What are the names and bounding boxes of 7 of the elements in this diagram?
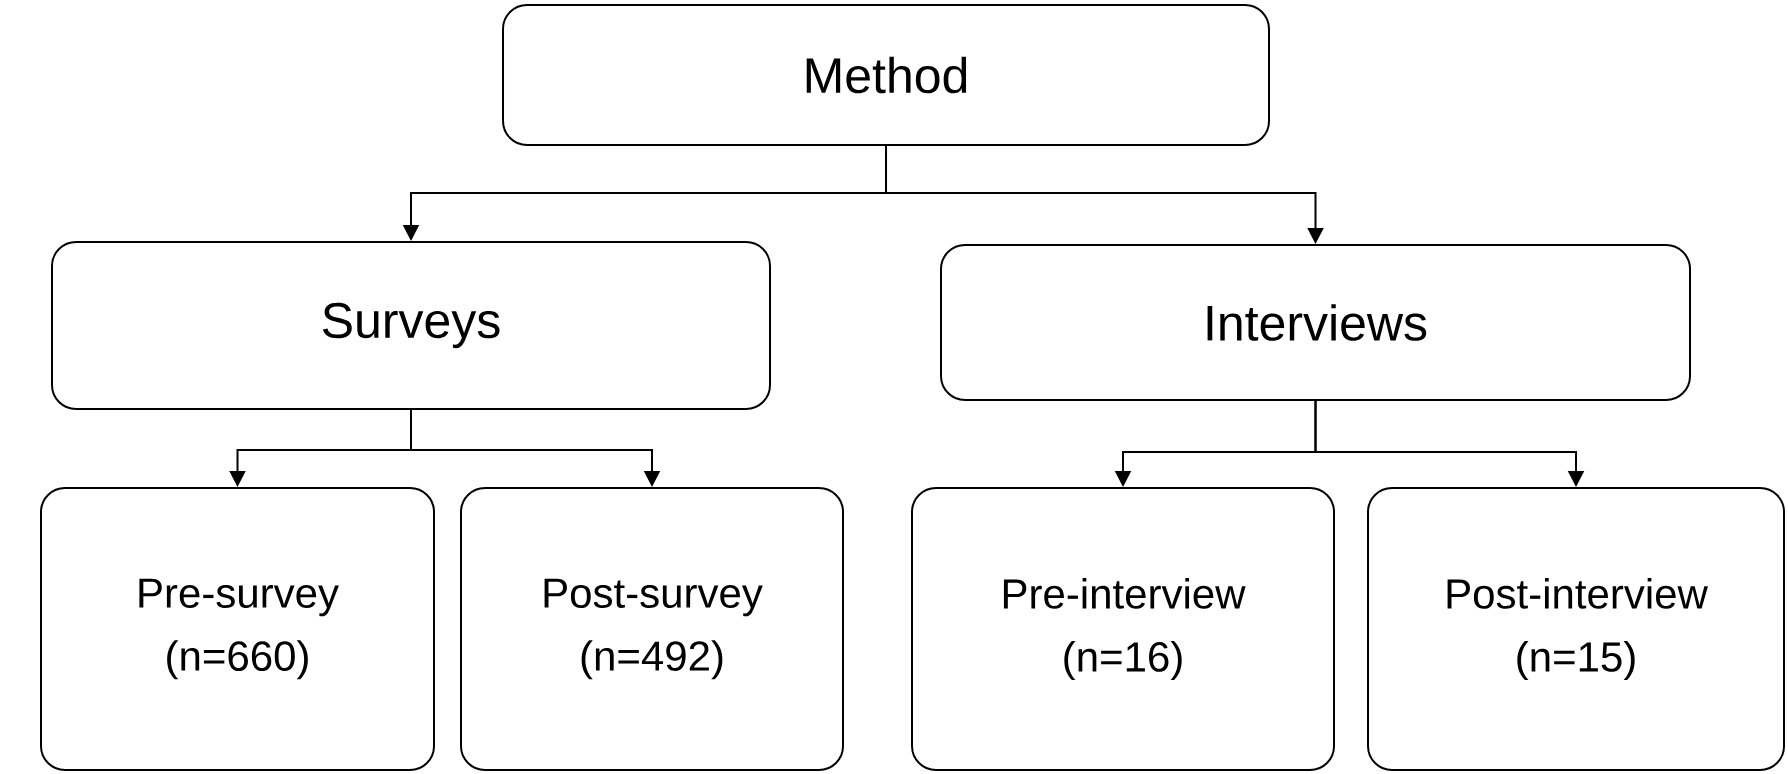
group-box: Pre-interview (n=16) (911, 487, 1335, 771)
category-box: Method (502, 4, 1270, 146)
group-box: Pre-survey (n=660) (40, 487, 435, 771)
group-box: Post-survey (n=492) (460, 487, 844, 771)
group-box: Post-interview (n=15) (1367, 487, 1785, 771)
category-box: Interviews (940, 244, 1691, 401)
category-box: Surveys (51, 241, 771, 410)
